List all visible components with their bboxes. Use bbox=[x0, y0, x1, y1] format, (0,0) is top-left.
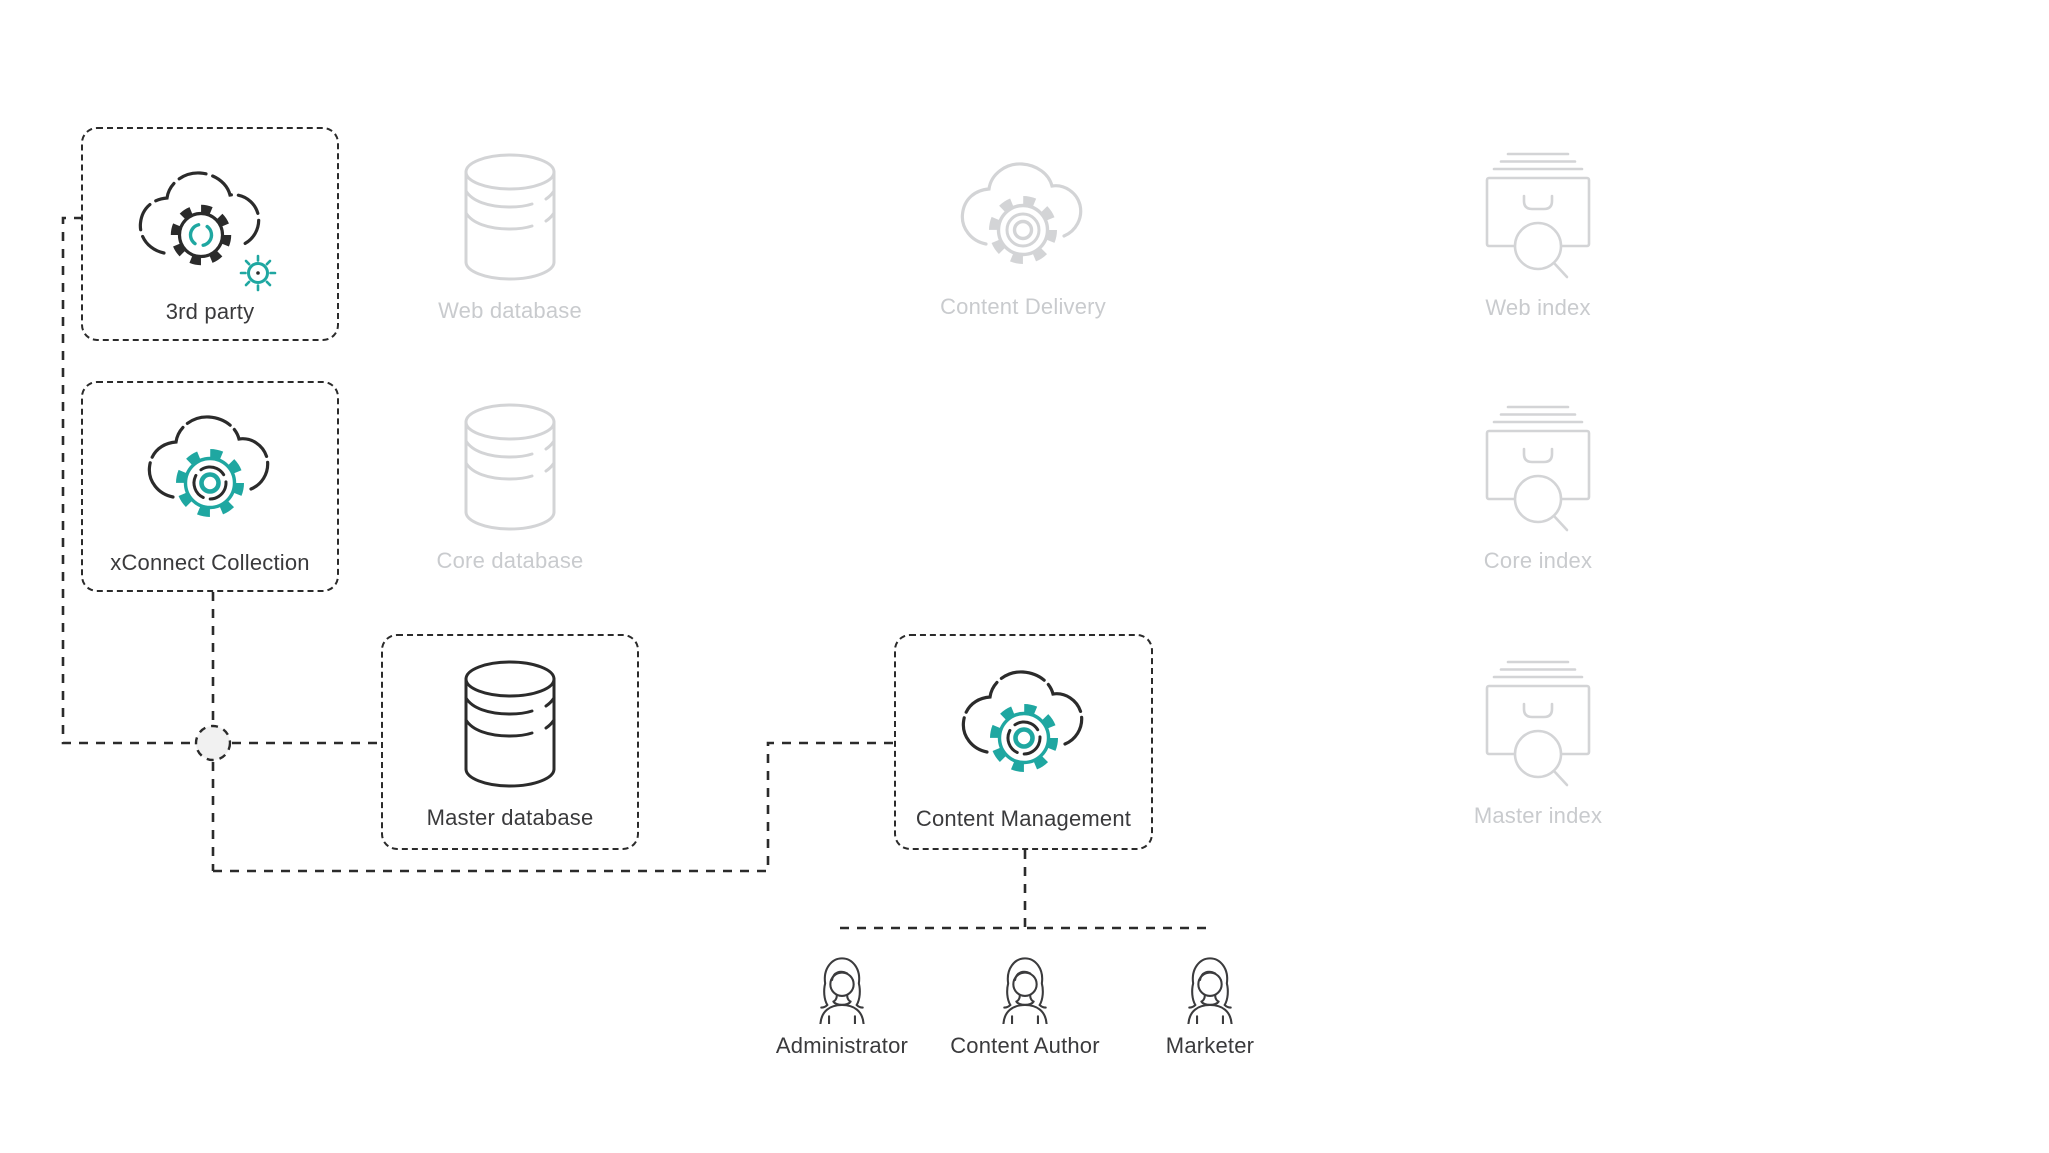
junction-node bbox=[194, 724, 232, 762]
user-label: Content Author bbox=[950, 1033, 1100, 1058]
user-administrator: Administrator bbox=[747, 948, 937, 1059]
node-label: Master database bbox=[426, 805, 594, 830]
node-label: Core index bbox=[1483, 548, 1593, 573]
database-icon bbox=[400, 151, 620, 283]
index-search-icon bbox=[1428, 658, 1648, 788]
index-search-icon bbox=[1428, 150, 1648, 280]
node-label: Web index bbox=[1485, 295, 1591, 320]
node-label: Content Delivery bbox=[940, 294, 1106, 319]
node-label: Core database bbox=[436, 548, 584, 573]
node-third-party: 3rd party bbox=[81, 127, 339, 341]
index-search-icon bbox=[1428, 403, 1648, 533]
node-web-index: Web index bbox=[1428, 150, 1648, 321]
node-web-database: Web database bbox=[400, 151, 620, 324]
user-marketer: Marketer bbox=[1115, 948, 1305, 1059]
node-master-database: Master database bbox=[381, 634, 639, 850]
node-label: xConnect Collection bbox=[110, 550, 310, 575]
user-label: Administrator bbox=[775, 1033, 909, 1058]
database-icon bbox=[383, 658, 637, 790]
node-content-delivery: Content Delivery bbox=[913, 148, 1133, 320]
node-label: Web database bbox=[438, 298, 582, 323]
cloud-gear-3rd-party-icon bbox=[83, 155, 337, 295]
node-xconnect-collection: xConnect Collection bbox=[81, 381, 339, 592]
node-label: Master index bbox=[1473, 803, 1603, 828]
cloud-gear-icon bbox=[913, 148, 1133, 279]
database-icon bbox=[400, 401, 620, 533]
node-label: 3rd party bbox=[165, 299, 255, 324]
node-master-index: Master index bbox=[1428, 658, 1648, 829]
cloud-gear-teal-icon bbox=[83, 401, 337, 532]
node-label: Content Management bbox=[915, 806, 1132, 831]
person-icon bbox=[1115, 948, 1305, 1024]
person-icon bbox=[747, 948, 937, 1024]
user-label: Marketer bbox=[1165, 1033, 1255, 1058]
node-content-management: Content Management bbox=[894, 634, 1153, 850]
node-core-database: Core database bbox=[400, 401, 620, 574]
person-icon bbox=[930, 948, 1120, 1024]
user-content-author: Content Author bbox=[930, 948, 1120, 1059]
cloud-gear-teal-icon bbox=[896, 656, 1151, 787]
node-core-index: Core index bbox=[1428, 403, 1648, 574]
